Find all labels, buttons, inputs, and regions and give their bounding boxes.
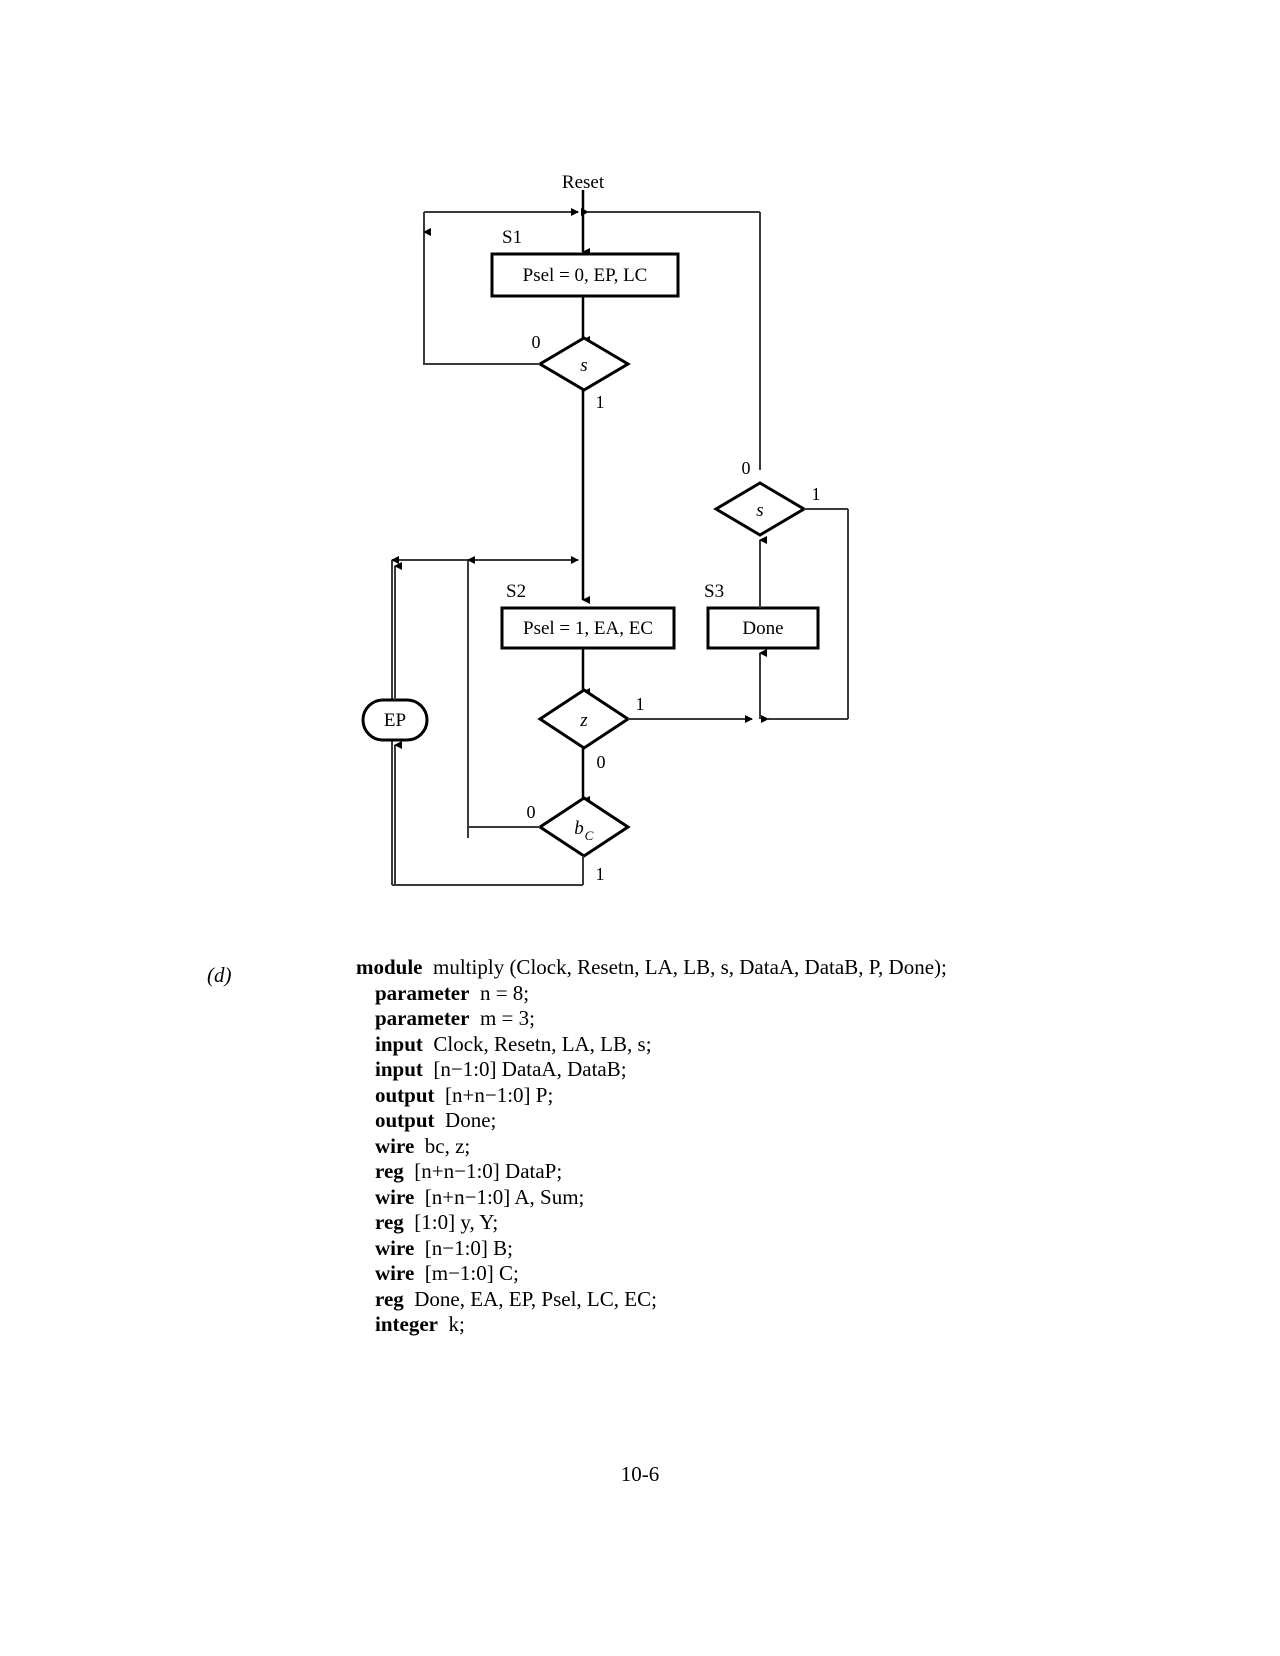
code-line: parameter n = 8; — [356, 981, 947, 1007]
code-line: wire [m−1:0] C; — [356, 1261, 947, 1287]
code-keyword: integer — [375, 1312, 438, 1336]
code-line: wire bc, z; — [356, 1134, 947, 1160]
code-keyword: parameter — [375, 1006, 470, 1030]
code-line: integer k; — [356, 1312, 947, 1338]
code-keyword: wire — [375, 1133, 415, 1158]
code-text: bc, z; — [414, 1133, 471, 1158]
code-keyword: module — [356, 955, 423, 979]
reset-label: Reset — [562, 172, 605, 193]
code-text: k; — [437, 1312, 465, 1336]
code-text: [n+n−1:0] DataP; — [403, 1159, 563, 1183]
state-box-s3 — [706, 606, 820, 650]
code-text: Done, EA, EP, Psel, LC, EC; — [403, 1286, 657, 1311]
part-marker: (d) — [207, 963, 232, 987]
decision-s-right-condition: s — [756, 500, 763, 521]
page-number: 10-6 — [620, 1462, 660, 1486]
code-line: output [n+n−1:0] P; — [356, 1083, 947, 1109]
code-text: [m−1:0] C; — [414, 1261, 519, 1285]
code-text: [n+n−1:0] P; — [434, 1082, 554, 1107]
edge-s-right-true — [761, 508, 849, 723]
state-s3-output: Done — [742, 618, 783, 639]
code-line: input [n−1:0] DataA, DataB; — [356, 1057, 947, 1083]
code-line: output Done; — [356, 1108, 947, 1134]
state-s1-name: S1 — [502, 227, 522, 248]
decision-bc-condition-subscript: C — [585, 828, 594, 843]
decision-z-false-label: 0 — [597, 752, 606, 772]
code-keyword: reg — [375, 1210, 404, 1234]
code-keyword: reg — [375, 1159, 404, 1183]
code-text: [n−1:0] DataA, DataB; — [422, 1057, 627, 1081]
code-text: Clock, Resetn, LA, LB, s; — [422, 1031, 652, 1056]
code-line: reg [1:0] y, Y; — [356, 1210, 947, 1236]
code-lines-container: module multiply (Clock, Resetn, LA, LB, … — [356, 955, 947, 1338]
code-keyword: output — [375, 1082, 435, 1107]
decision-s-top-false-label: 0 — [532, 332, 541, 352]
code-keyword: output — [375, 1108, 435, 1132]
code-keyword: parameter — [375, 980, 470, 1005]
decision-z-true-label: 1 — [636, 694, 645, 714]
state-box-s1 — [490, 252, 680, 298]
decision-bc-false-label: 0 — [527, 802, 536, 822]
code-text: [1:0] y, Y; — [403, 1210, 499, 1234]
code-keyword: input — [375, 1057, 423, 1081]
decision-s-right-true-label: 1 — [812, 484, 821, 504]
code-text: Done; — [434, 1108, 497, 1132]
decision-s-right-false-label: 0 — [742, 458, 751, 478]
top-merge-bus — [423, 208, 761, 470]
code-line: parameter m = 3; — [356, 1006, 947, 1032]
decision-s-top-condition: s — [580, 355, 587, 376]
decision-bc-condition: b — [574, 818, 584, 839]
code-text: multiply (Clock, Resetn, LA, LB, s, Data… — [422, 955, 947, 979]
state-s2-output: Psel = 1, EA, EC — [523, 618, 653, 639]
code-text: n = 8; — [469, 980, 530, 1005]
code-keyword: wire — [375, 1184, 415, 1209]
state-s1-output: Psel = 0, EP, LC — [523, 265, 648, 286]
code-keyword: wire — [375, 1235, 415, 1260]
code-text: [n+n−1:0] A, Sum; — [414, 1184, 585, 1209]
decision-s-top-true-label: 1 — [596, 392, 605, 412]
conditional-output-ep-label: EP — [384, 710, 406, 731]
state-s3-name: S3 — [704, 581, 724, 602]
state-box-s2 — [500, 606, 676, 650]
edge-bc-true — [392, 856, 584, 886]
code-text: [n−1:0] B; — [414, 1235, 514, 1260]
decision-diamond-s-right — [713, 481, 807, 537]
code-line: reg [n+n−1:0] DataP; — [356, 1159, 947, 1185]
decision-z-condition: z — [579, 710, 588, 731]
code-line: input Clock, Resetn, LA, LB, s; — [356, 1032, 947, 1058]
code-line: wire [n+n−1:0] A, Sum; — [356, 1185, 947, 1211]
code-line: reg Done, EA, EP, Psel, LC, EC; — [356, 1287, 947, 1313]
decision-diamond-bc — [537, 796, 631, 858]
code-text: m = 3; — [469, 1006, 535, 1030]
code-keyword: reg — [375, 1286, 404, 1311]
code-keyword: input — [375, 1031, 423, 1056]
decision-bc-true-label: 1 — [596, 864, 605, 884]
code-line: module multiply (Clock, Resetn, LA, LB, … — [356, 955, 947, 981]
asm-flowchart: Psel = 0, EP, LC S1 s 0 1 s 0 1 — [361, 172, 849, 886]
code-line: wire [n−1:0] B; — [356, 1236, 947, 1262]
state-s2-name: S2 — [506, 581, 526, 602]
code-keyword: wire — [375, 1261, 415, 1285]
